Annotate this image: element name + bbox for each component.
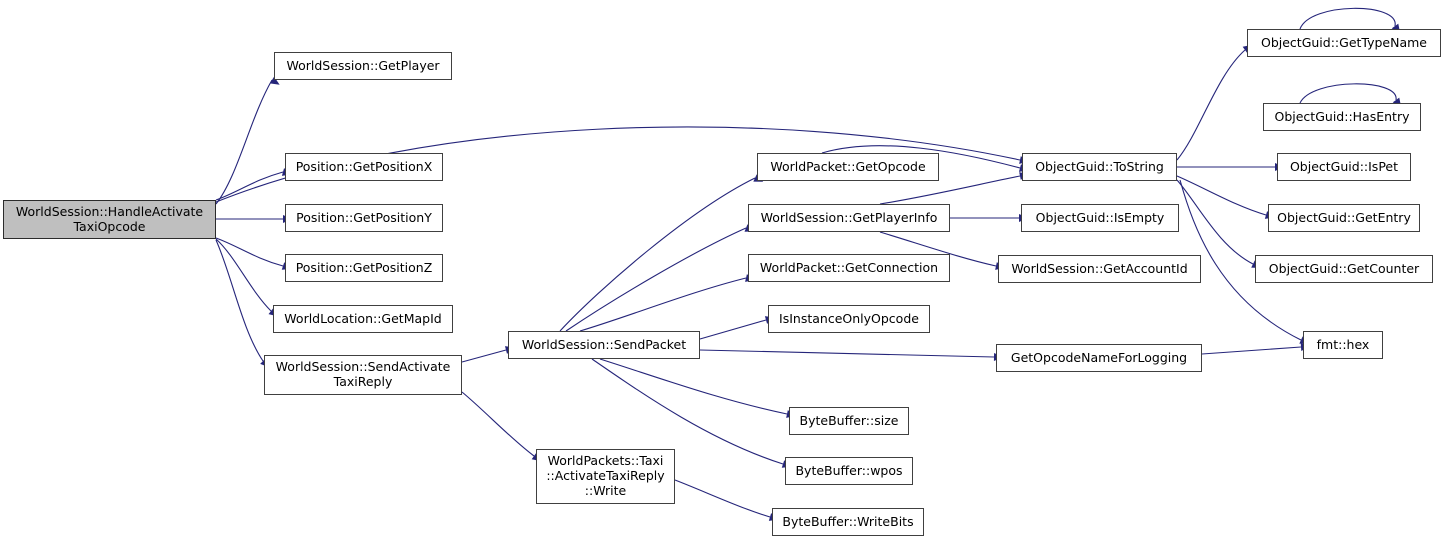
call-edge (699, 349, 995, 358)
call-edge (215, 171, 284, 201)
call-edge (1176, 175, 1267, 216)
call-graph-node-label: Position::GetPositionZ (295, 259, 433, 275)
call-graph-node-hasentry[interactable]: ObjectGuid::HasEntry (1263, 103, 1421, 131)
call-graph-node-label: ObjectGuid::HasEntry (1274, 108, 1410, 124)
call-edge (1176, 49, 1246, 161)
call-graph-node-label: ObjectGuid::ToString (1035, 158, 1164, 174)
call-graph-node-label: ObjectGuid::IsPet (1289, 158, 1399, 174)
call-edge (579, 277, 747, 332)
call-graph-node-getopcode[interactable]: WorldPacket::GetOpcode (757, 153, 939, 181)
call-graph-node-label: WorldSession::SendActivate TaxiReply (275, 359, 451, 389)
call-graph-node-getconnection[interactable]: WorldPacket::GetConnection (748, 254, 950, 282)
call-graph-node-getplayerinfo[interactable]: WorldSession::GetPlayerInfo (748, 204, 950, 232)
call-edge (1176, 179, 1254, 265)
call-edge (559, 177, 756, 332)
call-edge (699, 319, 767, 340)
call-graph-node-fmthex[interactable]: fmt::hex (1303, 331, 1383, 359)
call-graph-node-opcodenamelog[interactable]: GetOpcodeNameForLogging (996, 344, 1202, 372)
call-graph-node-label: ByteBuffer::size (799, 412, 899, 428)
call-graph-node-sendactivate[interactable]: WorldSession::SendActivate TaxiReply (264, 355, 462, 395)
call-graph-node-getplayer[interactable]: WorldSession::GetPlayer (274, 52, 452, 80)
call-graph-node-label: ObjectGuid::IsEmpty (1035, 209, 1165, 225)
call-edge (1299, 83, 1397, 104)
call-edge (461, 391, 535, 457)
call-edge (565, 227, 747, 332)
call-graph-node-bbsize[interactable]: ByteBuffer::size (789, 407, 909, 435)
call-graph-node-label: WorldSession::SendPacket (521, 336, 687, 352)
call-graph-node-label: WorldSession::GetAccountId (1011, 260, 1188, 276)
call-graph-node-label: WorldPacket::GetOpcode (770, 158, 926, 174)
call-graph-node-label: ByteBuffer::wpos (795, 462, 903, 478)
call-graph-node-getposx[interactable]: Position::GetPositionX (285, 153, 443, 181)
call-graph-node-taxiwrite[interactable]: WorldPackets::Taxi ::ActivateTaxiReply :… (536, 449, 675, 504)
call-graph-node-label: WorldLocation::GetMapId (284, 310, 442, 326)
call-graph-node-label: WorldSession::GetPlayerInfo (760, 209, 938, 225)
call-graph-node-isinstance[interactable]: IsInstanceOnlyOpcode (768, 305, 930, 333)
call-graph-node-sendpacket[interactable]: WorldSession::SendPacket (508, 331, 700, 359)
call-edge (1299, 7, 1396, 30)
call-graph-node-label: ObjectGuid::GetTypeName (1260, 34, 1427, 50)
call-graph-node-label: ObjectGuid::GetCounter (1268, 260, 1420, 276)
call-edge (215, 238, 272, 312)
call-graph-node-getcounter[interactable]: ObjectGuid::GetCounter (1255, 255, 1433, 283)
call-graph-node-label: GetOpcodeNameForLogging (1010, 349, 1188, 365)
call-graph-node-label: Position::GetPositionX (295, 158, 433, 174)
call-graph-node-getposz[interactable]: Position::GetPositionZ (285, 254, 443, 282)
call-graph-node-gettypename[interactable]: ObjectGuid::GetTypeName (1247, 29, 1441, 57)
call-graph-node-bbwritebits[interactable]: ByteBuffer::WriteBits (772, 508, 924, 536)
call-graph-node-label: WorldSession::GetPlayer (286, 57, 440, 73)
call-edge (215, 237, 284, 267)
call-edge (461, 349, 507, 363)
call-graph-node-ispet[interactable]: ObjectGuid::IsPet (1277, 153, 1411, 181)
call-graph-node-getaccountid[interactable]: WorldSession::GetAccountId (998, 255, 1201, 283)
call-graph-node-label: IsInstanceOnlyOpcode (779, 310, 919, 326)
call-graph-node-label: WorldSession::HandleActivate TaxiOpcode (15, 203, 204, 234)
call-graph-node-label: ByteBuffer::WriteBits (782, 513, 914, 529)
call-edge (215, 239, 264, 362)
call-graph-node-label: ObjectGuid::GetEntry (1277, 209, 1411, 225)
call-graph-node-bbwpos[interactable]: ByteBuffer::wpos (785, 457, 913, 485)
call-graph-node-label: Position::GetPositionY (296, 209, 432, 225)
call-graph-node-label: WorldPacket::GetConnection (759, 259, 939, 275)
call-edge (674, 479, 771, 518)
call-graph-node-getposy[interactable]: Position::GetPositionY (285, 204, 443, 232)
call-graph-node-getmapid[interactable]: WorldLocation::GetMapId (273, 305, 453, 333)
call-graph-node-getentry[interactable]: ObjectGuid::GetEntry (1268, 204, 1420, 232)
call-graph-node-isempty[interactable]: ObjectGuid::IsEmpty (1021, 204, 1179, 232)
call-graph-node-root[interactable]: WorldSession::HandleActivate TaxiOpcode (3, 200, 216, 239)
call-graph-node-label: WorldPackets::Taxi ::ActivateTaxiReply :… (546, 453, 665, 498)
call-edge (215, 79, 273, 205)
call-graph-node-tostring[interactable]: ObjectGuid::ToString (1022, 153, 1177, 181)
call-graph-node-label: fmt::hex (1316, 336, 1370, 352)
call-edge (1201, 346, 1302, 355)
call-edge (599, 358, 788, 415)
